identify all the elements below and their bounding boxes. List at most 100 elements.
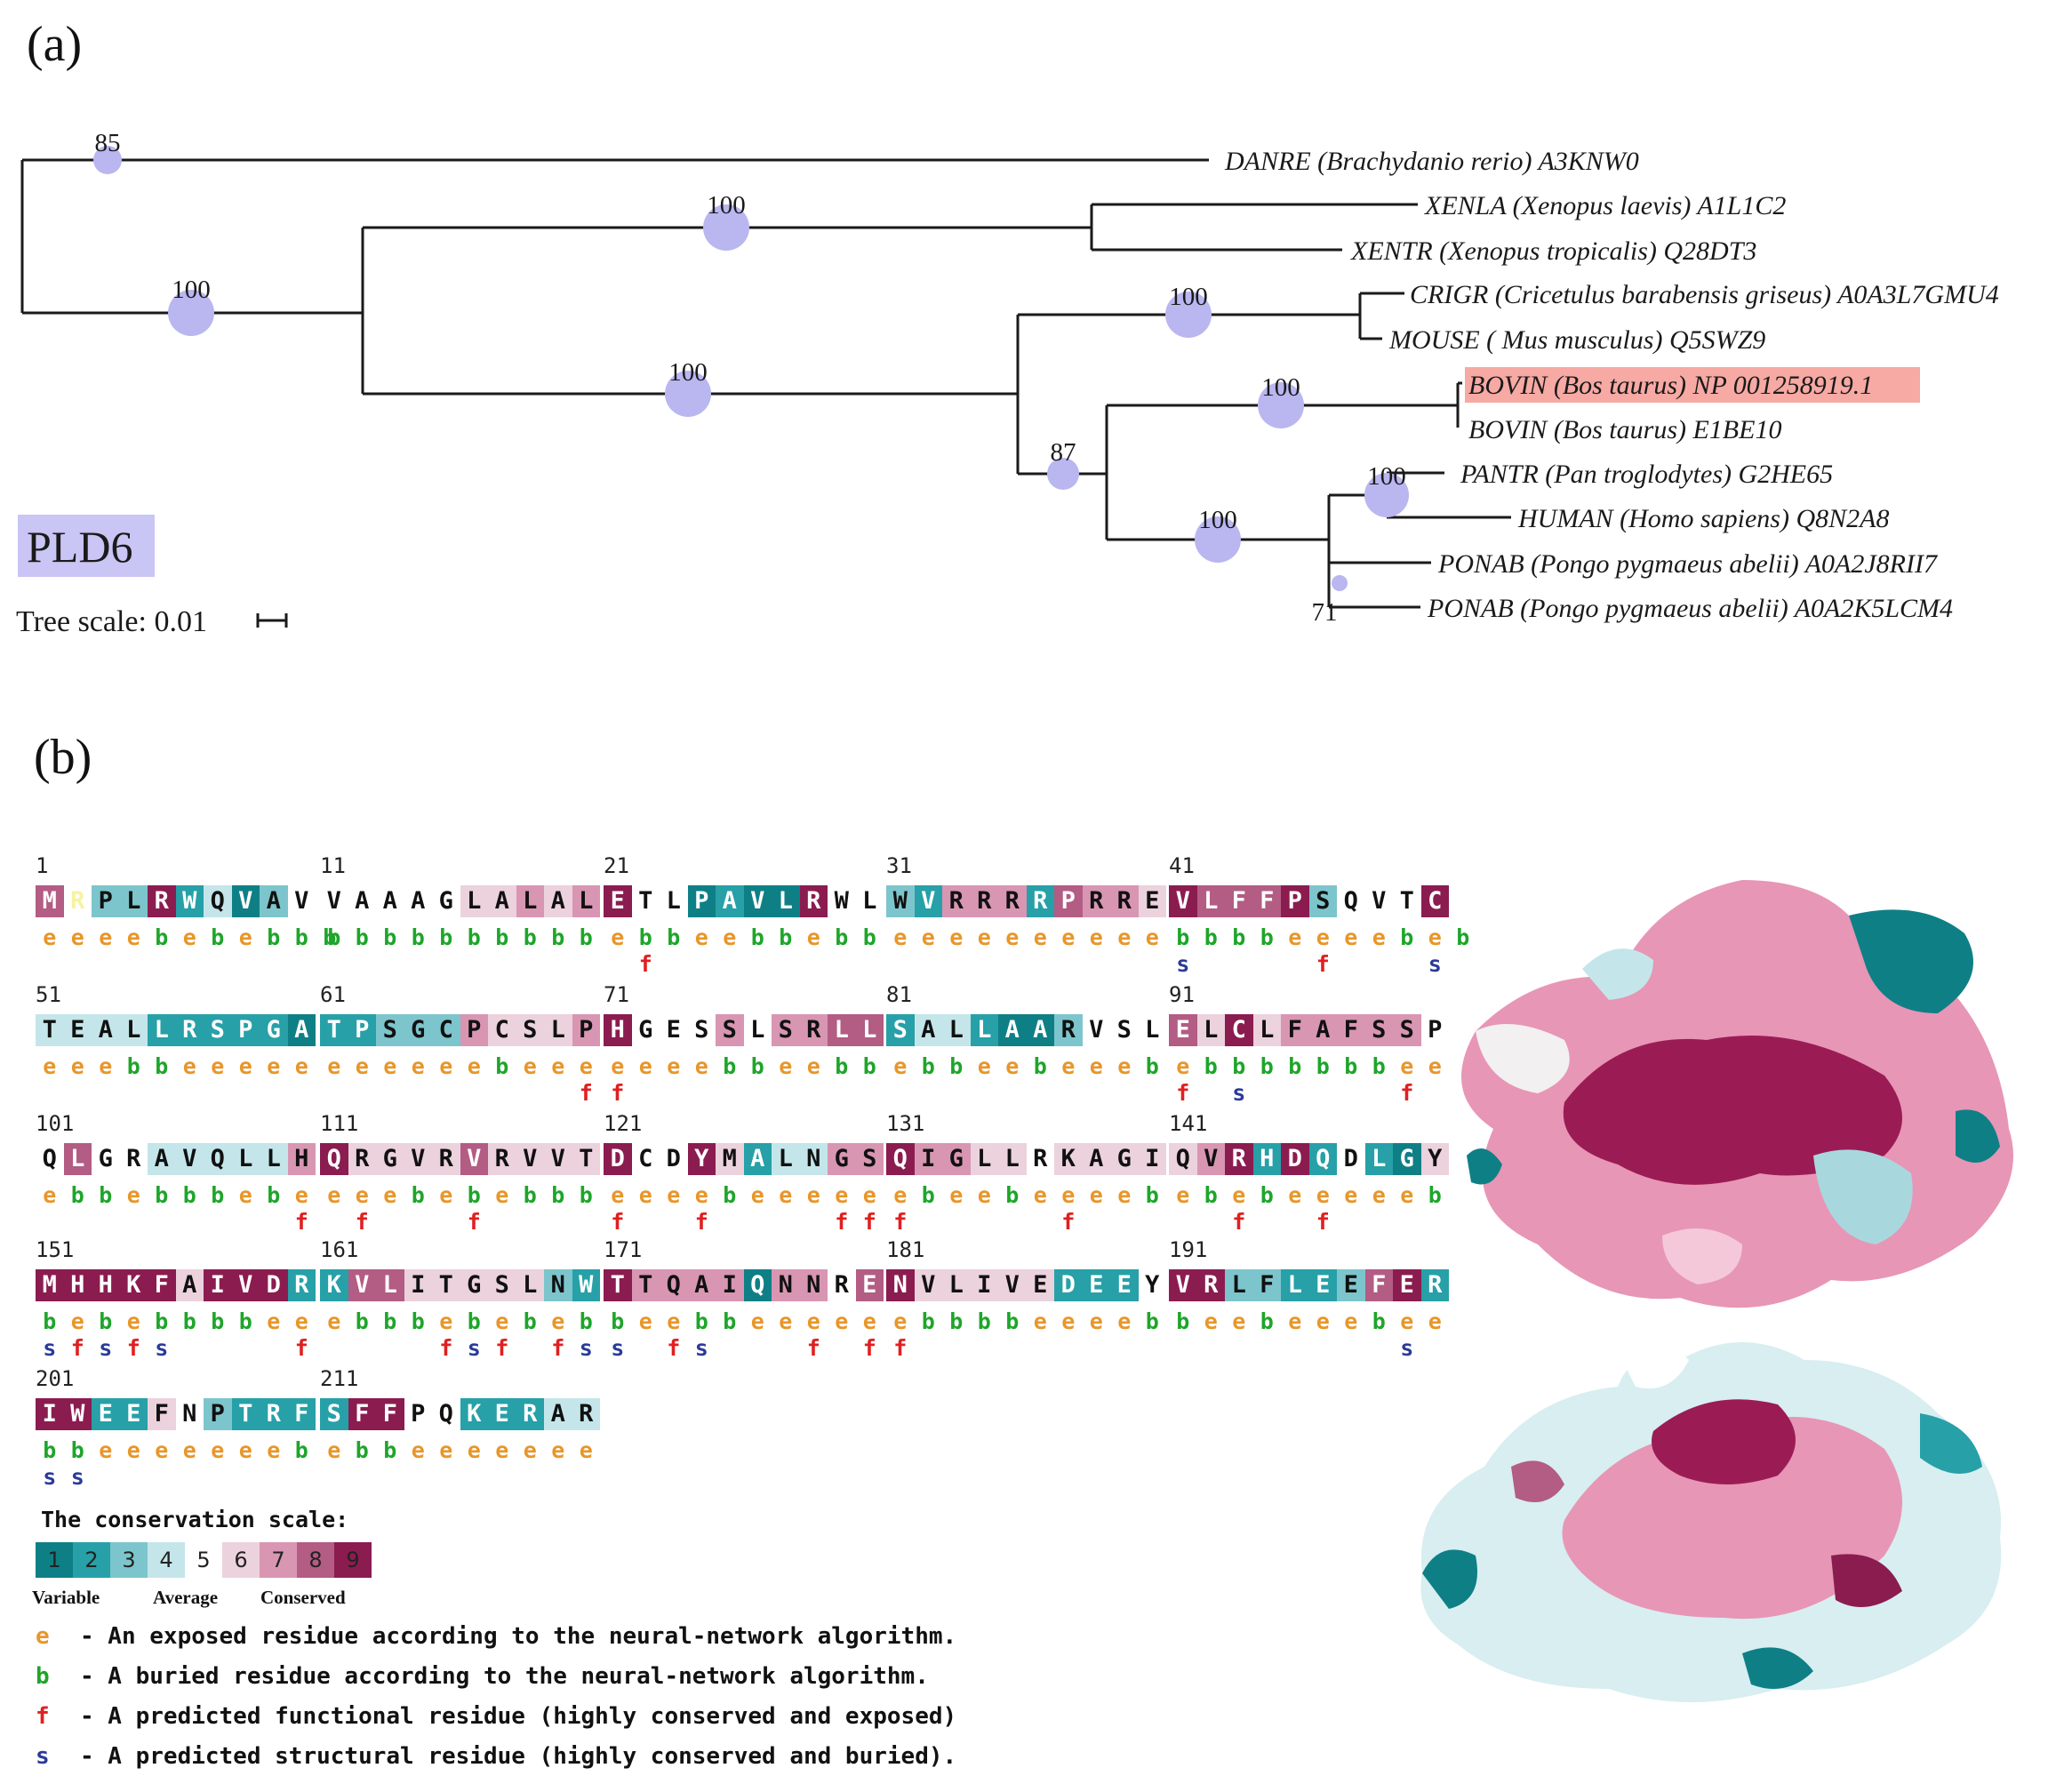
- residue: Q: [320, 1143, 348, 1175]
- scale-box: 4: [148, 1542, 185, 1578]
- residue: K: [460, 1398, 488, 1430]
- residue: L: [1138, 1014, 1166, 1046]
- residue: Q: [1308, 1143, 1337, 1175]
- bootstrap-circle: [665, 371, 711, 417]
- residue: D: [604, 1143, 632, 1175]
- residue: N: [886, 1269, 915, 1301]
- residue: P: [404, 1398, 432, 1430]
- residue: R: [828, 1269, 856, 1301]
- residue: V: [516, 1143, 544, 1175]
- residue: R: [63, 885, 92, 917]
- residue: L: [660, 885, 688, 917]
- residue: A: [998, 1014, 1027, 1046]
- function-prediction-row: f: [611, 1080, 625, 1106]
- residue: F: [376, 1398, 404, 1430]
- scale-box: 1: [36, 1542, 73, 1578]
- legend-exposed: e- An exposed residue according to the n…: [36, 1623, 957, 1650]
- residue: L: [970, 1143, 998, 1175]
- residue: L: [772, 885, 800, 917]
- residue: I: [204, 1269, 232, 1301]
- block-start-number: 21: [604, 853, 629, 878]
- residue: L: [119, 1014, 148, 1046]
- bootstrap-value: 71: [1312, 598, 1338, 627]
- block-start-number: 81: [886, 982, 912, 1007]
- residue: V: [914, 885, 942, 917]
- scale-box: 7: [260, 1542, 297, 1578]
- block-start-number: 201: [36, 1366, 75, 1391]
- residue: T: [572, 1143, 600, 1175]
- residue: F: [148, 1269, 176, 1301]
- residue: E: [1110, 1269, 1139, 1301]
- residue: Q: [1169, 1143, 1197, 1175]
- residue: G: [260, 1014, 288, 1046]
- scale-label-variable: Variable: [32, 1587, 100, 1608]
- residue: L: [1364, 1143, 1393, 1175]
- residue: I: [404, 1269, 432, 1301]
- residue: S: [687, 1014, 716, 1046]
- residue: L: [63, 1143, 92, 1175]
- residue: R: [175, 1014, 204, 1046]
- residue: I: [1138, 1143, 1166, 1175]
- residue: V: [1364, 885, 1393, 917]
- residue: F: [1337, 1014, 1365, 1046]
- residue: A: [348, 885, 376, 917]
- residue: E: [1138, 885, 1166, 917]
- residue: A: [914, 1014, 942, 1046]
- residue: Y: [687, 1143, 716, 1175]
- residue: T: [1393, 885, 1421, 917]
- residue: C: [432, 1014, 460, 1046]
- residue: R: [1110, 885, 1139, 917]
- block-start-number: 131: [886, 1111, 925, 1136]
- residue: L: [970, 1014, 998, 1046]
- residue: S: [516, 1014, 544, 1046]
- protein-surface-bottom: [1420, 1340, 2002, 1702]
- residue: F: [1252, 885, 1281, 917]
- residue: L: [1281, 1269, 1309, 1301]
- residue: G: [432, 885, 460, 917]
- residue: E: [604, 885, 632, 917]
- residue: V: [1169, 885, 1197, 917]
- leaf-label: BOVIN (Bos taurus) NP 001258919.1: [1468, 371, 1873, 400]
- leaf-label: CRIGR (Cricetulus barabensis griseus) A0…: [1410, 280, 1999, 309]
- panel-a-label: (a): [27, 17, 82, 72]
- block-start-number: 161: [320, 1237, 359, 1262]
- residue: R: [1196, 1269, 1225, 1301]
- block-start-number: 1: [36, 853, 49, 878]
- function-prediction-row: f f: [893, 1209, 1076, 1235]
- residue: V: [320, 885, 348, 917]
- leaf-label: HUMAN (Homo sapiens) Q8N2A8: [1517, 504, 1889, 533]
- residue: F: [1252, 1269, 1281, 1301]
- residue: G: [1393, 1143, 1421, 1175]
- residue: Y: [1138, 1269, 1166, 1301]
- residue: Q: [204, 1143, 232, 1175]
- residue: I: [914, 1143, 942, 1175]
- scale-box: 2: [73, 1542, 110, 1578]
- residue: F: [1225, 885, 1253, 917]
- gene-label-box: [18, 515, 155, 577]
- residue: V: [998, 1269, 1027, 1301]
- residue: L: [231, 1143, 260, 1175]
- residue: R: [1026, 885, 1054, 917]
- block-start-number: 71: [604, 982, 629, 1007]
- residue: T: [631, 885, 660, 917]
- bootstrap-circle: [1364, 473, 1409, 517]
- residue: G: [828, 1143, 856, 1175]
- residue: L: [942, 1014, 971, 1046]
- residue: G: [404, 1014, 432, 1046]
- residue: L: [1225, 1269, 1253, 1301]
- residue: I: [970, 1269, 998, 1301]
- bootstrap-circle: [1258, 382, 1304, 428]
- residue: S: [855, 1143, 884, 1175]
